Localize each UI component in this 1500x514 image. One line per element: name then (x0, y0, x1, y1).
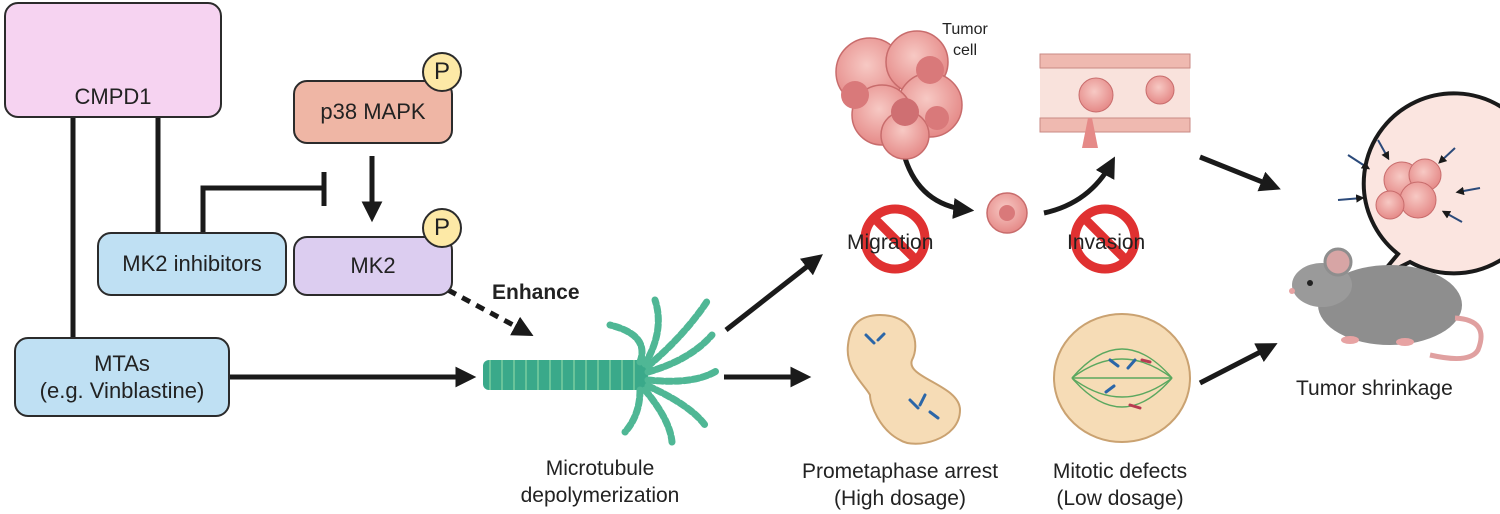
tumor-cell-label-line1: Tumor (942, 21, 988, 38)
tumor-cluster (835, 30, 963, 160)
mitotic-label-line2: (Low dosage) (1056, 487, 1184, 511)
cmpd1-label: CMPD1 (74, 83, 152, 109)
tumor-shrinkage-label: Tumor shrinkage (1296, 377, 1453, 400)
prohibit-sign-invasion (1070, 204, 1140, 274)
prometaphase-label-line1: Prometaphase arrest (801, 460, 999, 483)
connectors (70, 118, 1281, 388)
blood-vessel (1039, 53, 1191, 148)
tumor-cell-label-line2: cell (952, 41, 977, 59)
mitotic-cell (1053, 313, 1191, 443)
phospho-label: P (433, 214, 450, 241)
mk2-inhibitor-block-line (200, 185, 322, 232)
mk2-box: MK2 (293, 236, 453, 296)
migration-label: Migration (847, 231, 934, 254)
prohibit-sign-migration (860, 204, 930, 274)
mitotic-label-line1: Mitotic defects (1052, 460, 1188, 483)
mitotic-label: Mitotic defects (Low dosage) (1025, 458, 1215, 513)
phospho-label: P (433, 58, 450, 85)
prometaphase-label-line2: (High dosage) (834, 487, 966, 511)
p38-phospho-badge: P (422, 52, 462, 92)
tumor-cell-label: Tumor cell (935, 20, 995, 62)
microtubule-label-line2: depolymerization (520, 484, 680, 508)
mitosis-to-tumor-arrow (1198, 343, 1278, 386)
migrating-cell (986, 192, 1028, 234)
shrinkage-bubble (1337, 91, 1500, 280)
mk2-phospho-badge: P (422, 208, 462, 248)
invasion-label: Invasion (1067, 231, 1146, 254)
microtubule-illustration (483, 296, 722, 446)
p38-mapk-label: p38 MAPK (320, 99, 426, 125)
cmpd1-box: CMPD1 (4, 2, 222, 118)
mouse-illustration (1289, 247, 1484, 362)
microtubule-to-migration-arrow (724, 254, 823, 332)
invasion-to-tumor-arrow (1199, 154, 1281, 192)
enhance-label: Enhance (492, 281, 580, 304)
mk2-label: MK2 (350, 253, 396, 279)
prometaphase-cell (846, 313, 962, 445)
mk2-inhibitors-label: MK2 inhibitors (122, 251, 262, 277)
mtas-example-label: (e.g. Vinblastine) (39, 378, 205, 403)
tumor-to-migration-curve (902, 157, 975, 219)
migration-to-invasion-curve (1043, 156, 1115, 216)
microtubule-label-line1: Microtubule (545, 457, 655, 480)
mk2-inhibitors-box: MK2 inhibitors (97, 232, 287, 296)
mtas-box: MTAs (e.g. Vinblastine) (14, 337, 230, 417)
prometaphase-label: Prometaphase arrest (High dosage) (780, 458, 1020, 513)
p38-mapk-box: p38 MAPK (293, 80, 453, 144)
microtubule-label: Microtubule depolymerization (520, 455, 680, 510)
mtas-label: MTAs (94, 350, 150, 376)
